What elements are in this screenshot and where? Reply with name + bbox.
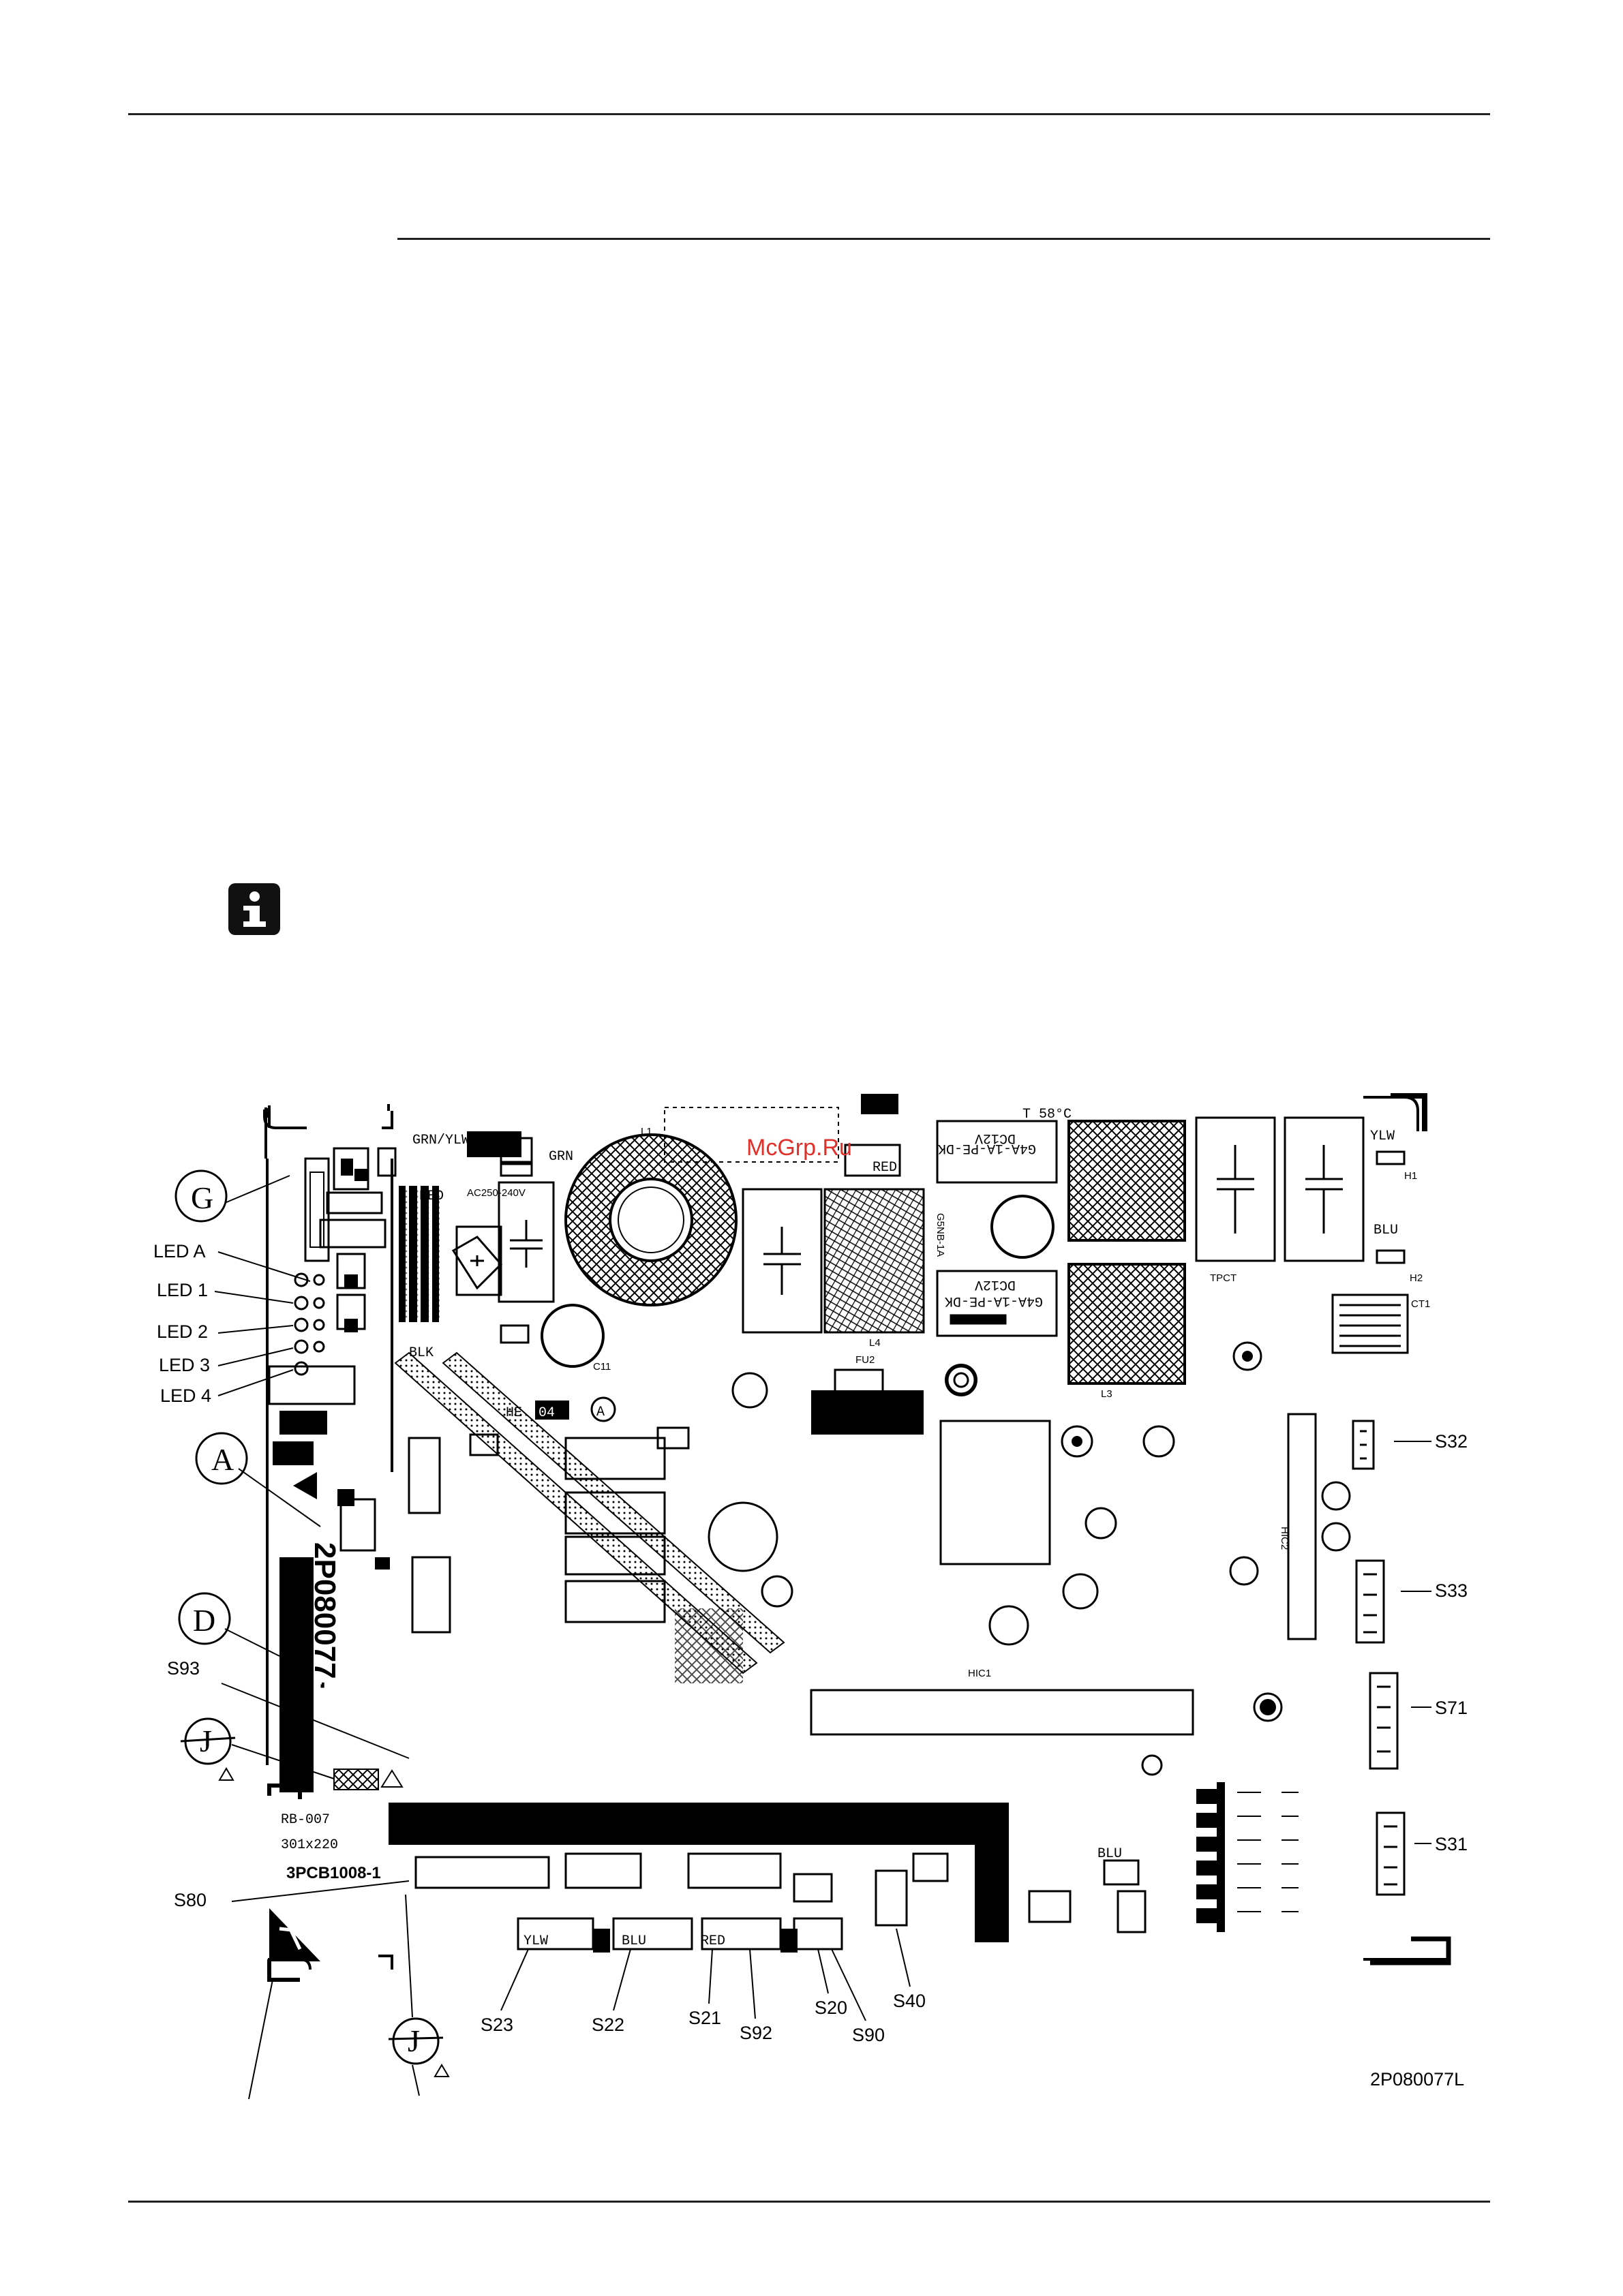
figure-code: 2P080077L <box>1370 2069 1464 2090</box>
part-number-strip: 2P080077- 4 <box>279 1542 342 1792</box>
inductor-l4: L4 <box>823 1188 925 1349</box>
wire-label-red-top: RED <box>873 1160 897 1176</box>
callout-a: A <box>211 1442 234 1477</box>
label-l3: L3 <box>1101 1388 1112 1400</box>
transformer-ct1: CT1 <box>1331 1294 1430 1354</box>
right-connectors <box>1352 1420 1406 1896</box>
ribbon-strip <box>394 1351 785 1683</box>
callout-d: D <box>193 1603 215 1638</box>
wire-label-red-bottom: RED <box>701 1933 725 1949</box>
terminal-strips <box>399 1186 440 1322</box>
label-hic2: HIC2 <box>1279 1527 1290 1550</box>
label-s22: S22 <box>592 2015 624 2035</box>
relay-label-second: G4A-1A-PE-DK <box>945 1293 1043 1308</box>
label-led-a: LED A <box>153 1241 206 1261</box>
capacitor-c2 <box>742 1188 823 1334</box>
svg-text:HE: HE <box>506 1405 522 1421</box>
label-s20: S20 <box>815 1997 847 2018</box>
ac-label: AC250-240V <box>467 1187 526 1199</box>
relay-dc-top: DC12V <box>975 1130 1016 1146</box>
wire-label-blu: BLU <box>1374 1223 1398 1238</box>
svg-text:A: A <box>596 1405 605 1420</box>
led-column <box>294 1272 325 1376</box>
wire-label-ylw-bottom: YLW <box>524 1933 548 1949</box>
label-c11: C11 <box>593 1361 611 1373</box>
board-rb: RB-007 <box>281 1812 330 1828</box>
temp-label: T 58°C <box>1022 1107 1072 1122</box>
bottom-connectors <box>414 1852 1147 1950</box>
watermark: McGrp.Ru <box>746 1135 852 1161</box>
hic2-block: HIC2 <box>1279 1413 1317 1640</box>
wire-label-blu-right: BLU <box>1097 1846 1122 1862</box>
coil-l1: L1 <box>564 1126 738 1306</box>
callout-j-1: J <box>200 1724 212 1758</box>
capacitors-right <box>1195 1116 1365 1262</box>
bridge-rectifier <box>451 1225 503 1296</box>
wire-label-blk: BLK <box>409 1345 434 1361</box>
label-s31: S31 <box>1435 1834 1468 1854</box>
label-fu2: FU2 <box>855 1354 875 1366</box>
label-s33: S33 <box>1435 1580 1468 1601</box>
hatched-blocks-right: L3 <box>1067 1120 1186 1400</box>
wire-label-grn-ylw: GRN/YLW <box>412 1133 470 1148</box>
relay-label-g5nb: G5NB-1A <box>935 1213 946 1257</box>
wire-label-blu-bottom: BLU <box>622 1933 646 1949</box>
footer-rule <box>128 2201 1490 2203</box>
label-tpct: TPCT <box>1210 1272 1237 1284</box>
label-s71: S71 <box>1435 1698 1468 1718</box>
callout-g: G <box>191 1180 213 1215</box>
label-led-1: LED 1 <box>157 1280 208 1300</box>
label-s21: S21 <box>688 2008 721 2028</box>
relay-top: G4A-1A-PE-DK DC12V <box>936 1120 1058 1184</box>
part-number: 2P080077- <box>308 1542 342 1689</box>
label-s32: S32 <box>1435 1431 1468 1452</box>
hic1-block: HIC1 <box>810 1420 1194 1736</box>
label-h2: H2 <box>1410 1272 1423 1284</box>
label-s90: S90 <box>852 2025 885 2045</box>
label-s92: S92 <box>740 2023 772 2043</box>
warning-triangle-symbol <box>269 1908 320 1961</box>
hatched-tag <box>333 1769 404 1790</box>
label-led-3: LED 3 <box>159 1355 210 1375</box>
wire-label-ylw: YLW <box>1370 1129 1395 1144</box>
board-ids: RB-007 301x220 3PCB1008-1 <box>281 1812 381 1882</box>
label-ct1: CT1 <box>1411 1298 1430 1310</box>
label-l4: L4 <box>869 1337 881 1349</box>
part-number-suffix: 4 <box>312 1673 335 1685</box>
relay-label-top: G4A-1A-PE-DK <box>938 1140 1036 1156</box>
label-s23: S23 <box>481 2015 513 2035</box>
label-s40: S40 <box>893 1991 926 2011</box>
label-s93: S93 <box>167 1658 200 1679</box>
leader-lines <box>214 1175 1431 2100</box>
capacitor-box <box>498 1137 555 1344</box>
label-hic1: HIC1 <box>968 1668 991 1679</box>
label-l1: L1 <box>641 1126 652 1137</box>
svg-text:04: 04 <box>539 1405 555 1421</box>
relay-second: G4A-1A-PE-DK DC12V <box>936 1270 1058 1337</box>
capacitor-c11: C11 <box>541 1304 611 1373</box>
label-led-4: LED 4 <box>160 1386 211 1406</box>
label-s80: S80 <box>174 1890 207 1910</box>
label-led-2: LED 2 <box>157 1321 208 1342</box>
board-size: 301x220 <box>281 1837 338 1853</box>
board-bottom-bar <box>389 1803 1009 1942</box>
he-label: HE 04 A <box>506 1396 616 1422</box>
header-rule <box>128 113 1490 115</box>
transistor-array <box>1196 1782 1225 1932</box>
wire-label-grn: GRN <box>549 1149 573 1165</box>
relay-dc-second: DC12V <box>975 1276 1016 1292</box>
fuse-fu2: FU2 <box>811 1354 977 1435</box>
subheader-rule <box>397 238 1490 240</box>
label-h1: H1 <box>1404 1170 1417 1182</box>
info-icon <box>228 883 280 935</box>
callout-j-2: J <box>408 2023 420 2058</box>
small-capacitors <box>708 1341 1351 1776</box>
board-pcb: 3PCB1008-1 <box>286 1864 381 1882</box>
